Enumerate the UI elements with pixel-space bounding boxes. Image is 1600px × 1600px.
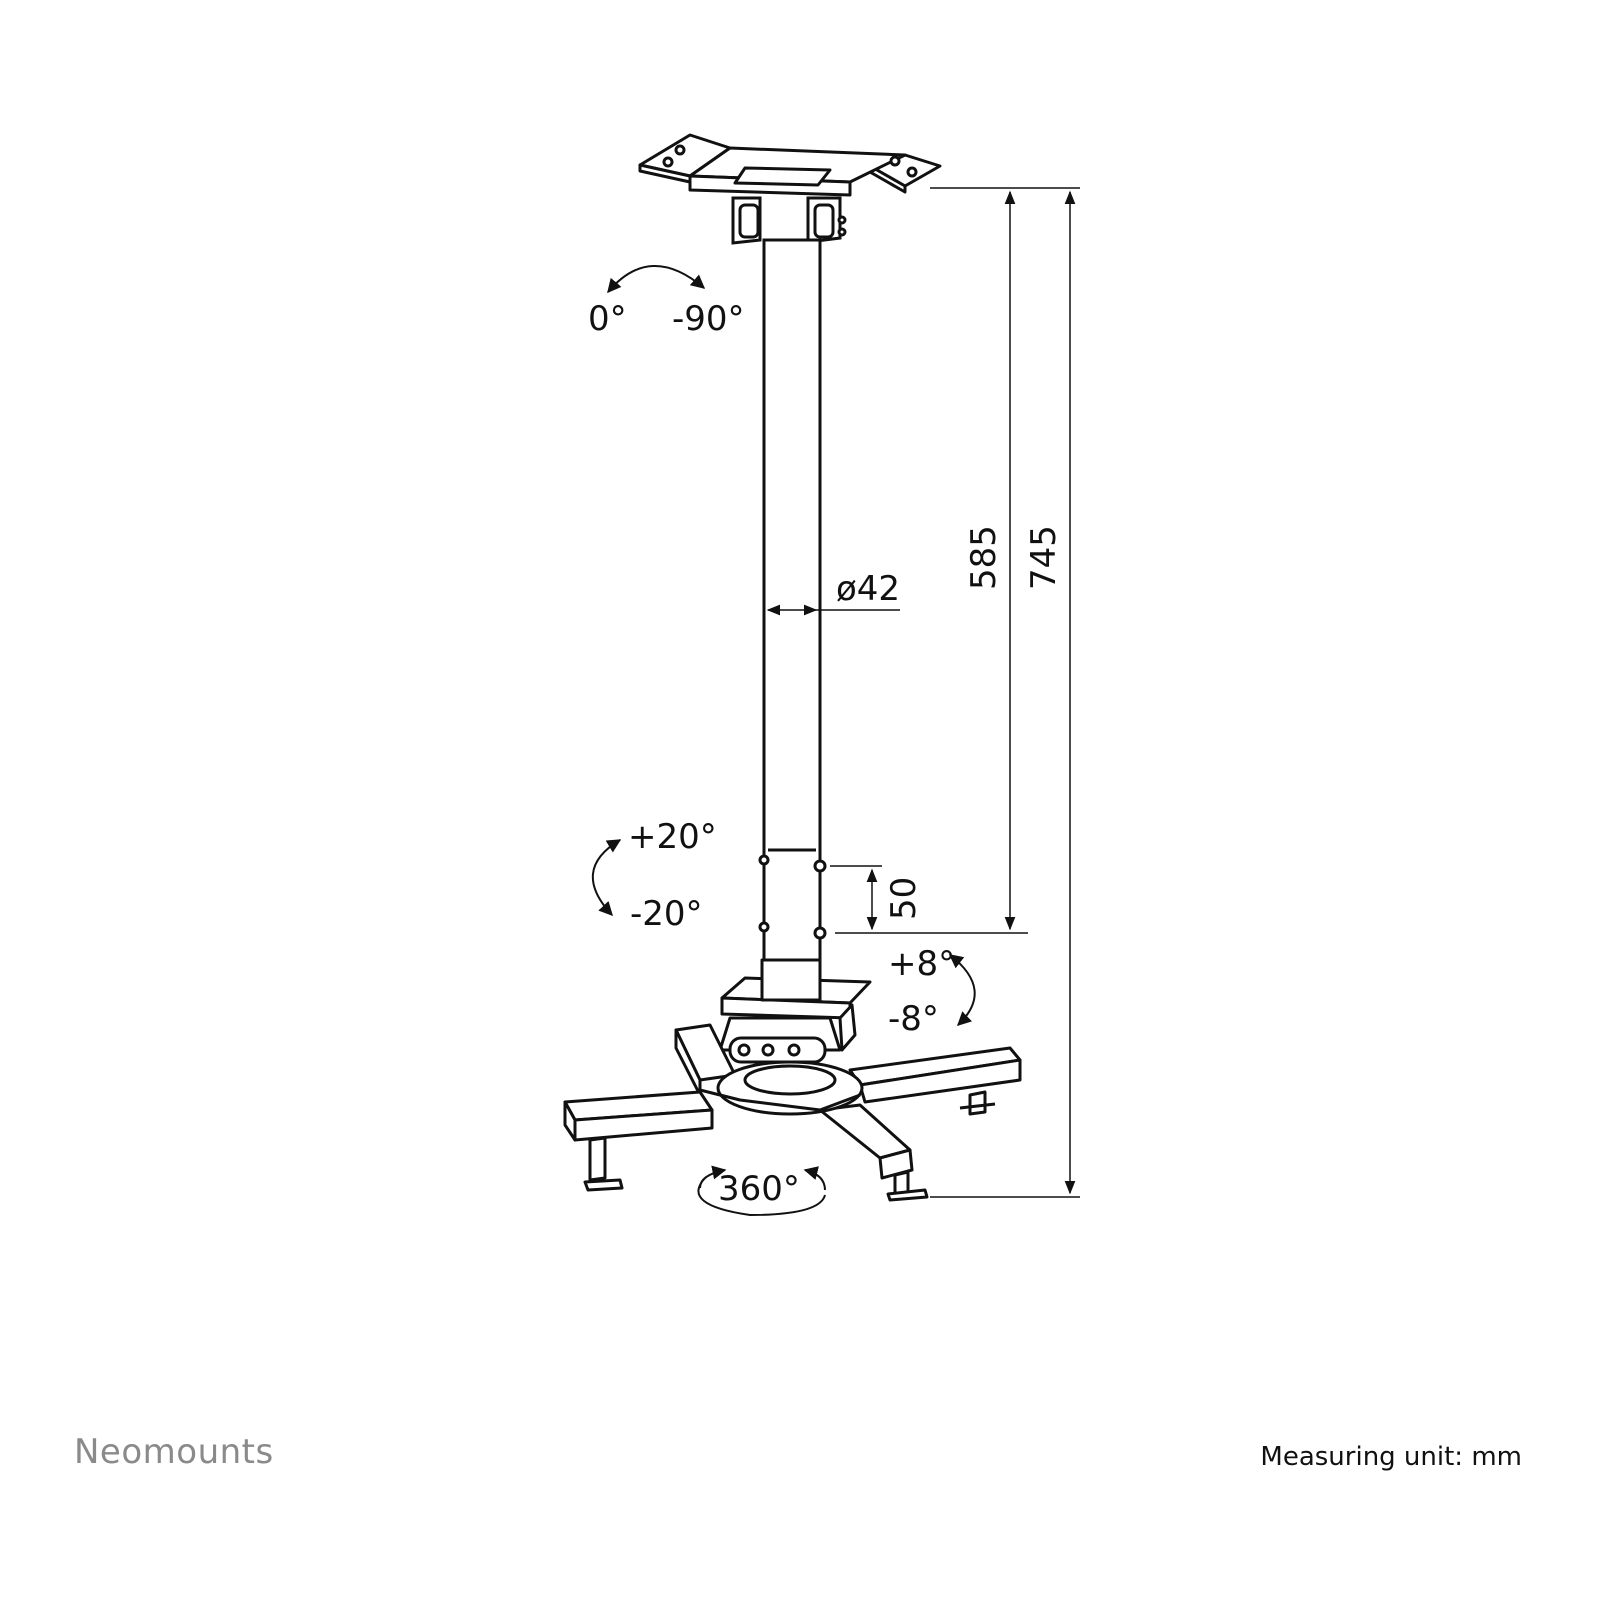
ceiling-plate	[638, 133, 942, 197]
pole-tilt-up-label: +20°	[628, 817, 717, 857]
measuring-unit-note: Measuring unit: mm	[1260, 1442, 1522, 1472]
rotation-arrows	[591, 265, 976, 1217]
swivel-label: 360°	[718, 1169, 800, 1209]
pole-diameter-label: ø42	[836, 569, 900, 609]
pole	[758, 238, 827, 962]
ceiling-tilt-from-label: 0°	[588, 299, 627, 339]
cross-arms	[563, 1023, 1022, 1202]
head-tilt-down-label: -8°	[888, 999, 939, 1039]
pole-tilt-down-label: -20°	[630, 894, 703, 934]
pole-hinge	[731, 196, 847, 245]
brand-logo: Neomounts	[74, 1432, 274, 1472]
head-tilt-up-label: +8°	[888, 944, 955, 984]
dimension-lines	[766, 187, 1080, 1198]
total-height-label: 745	[1024, 525, 1064, 590]
hole-spacing-label: 50	[884, 877, 924, 920]
pole-height-label: 585	[964, 525, 1004, 590]
ceiling-tilt-to-label: -90°	[672, 299, 745, 339]
tilt-head	[718, 958, 872, 1064]
